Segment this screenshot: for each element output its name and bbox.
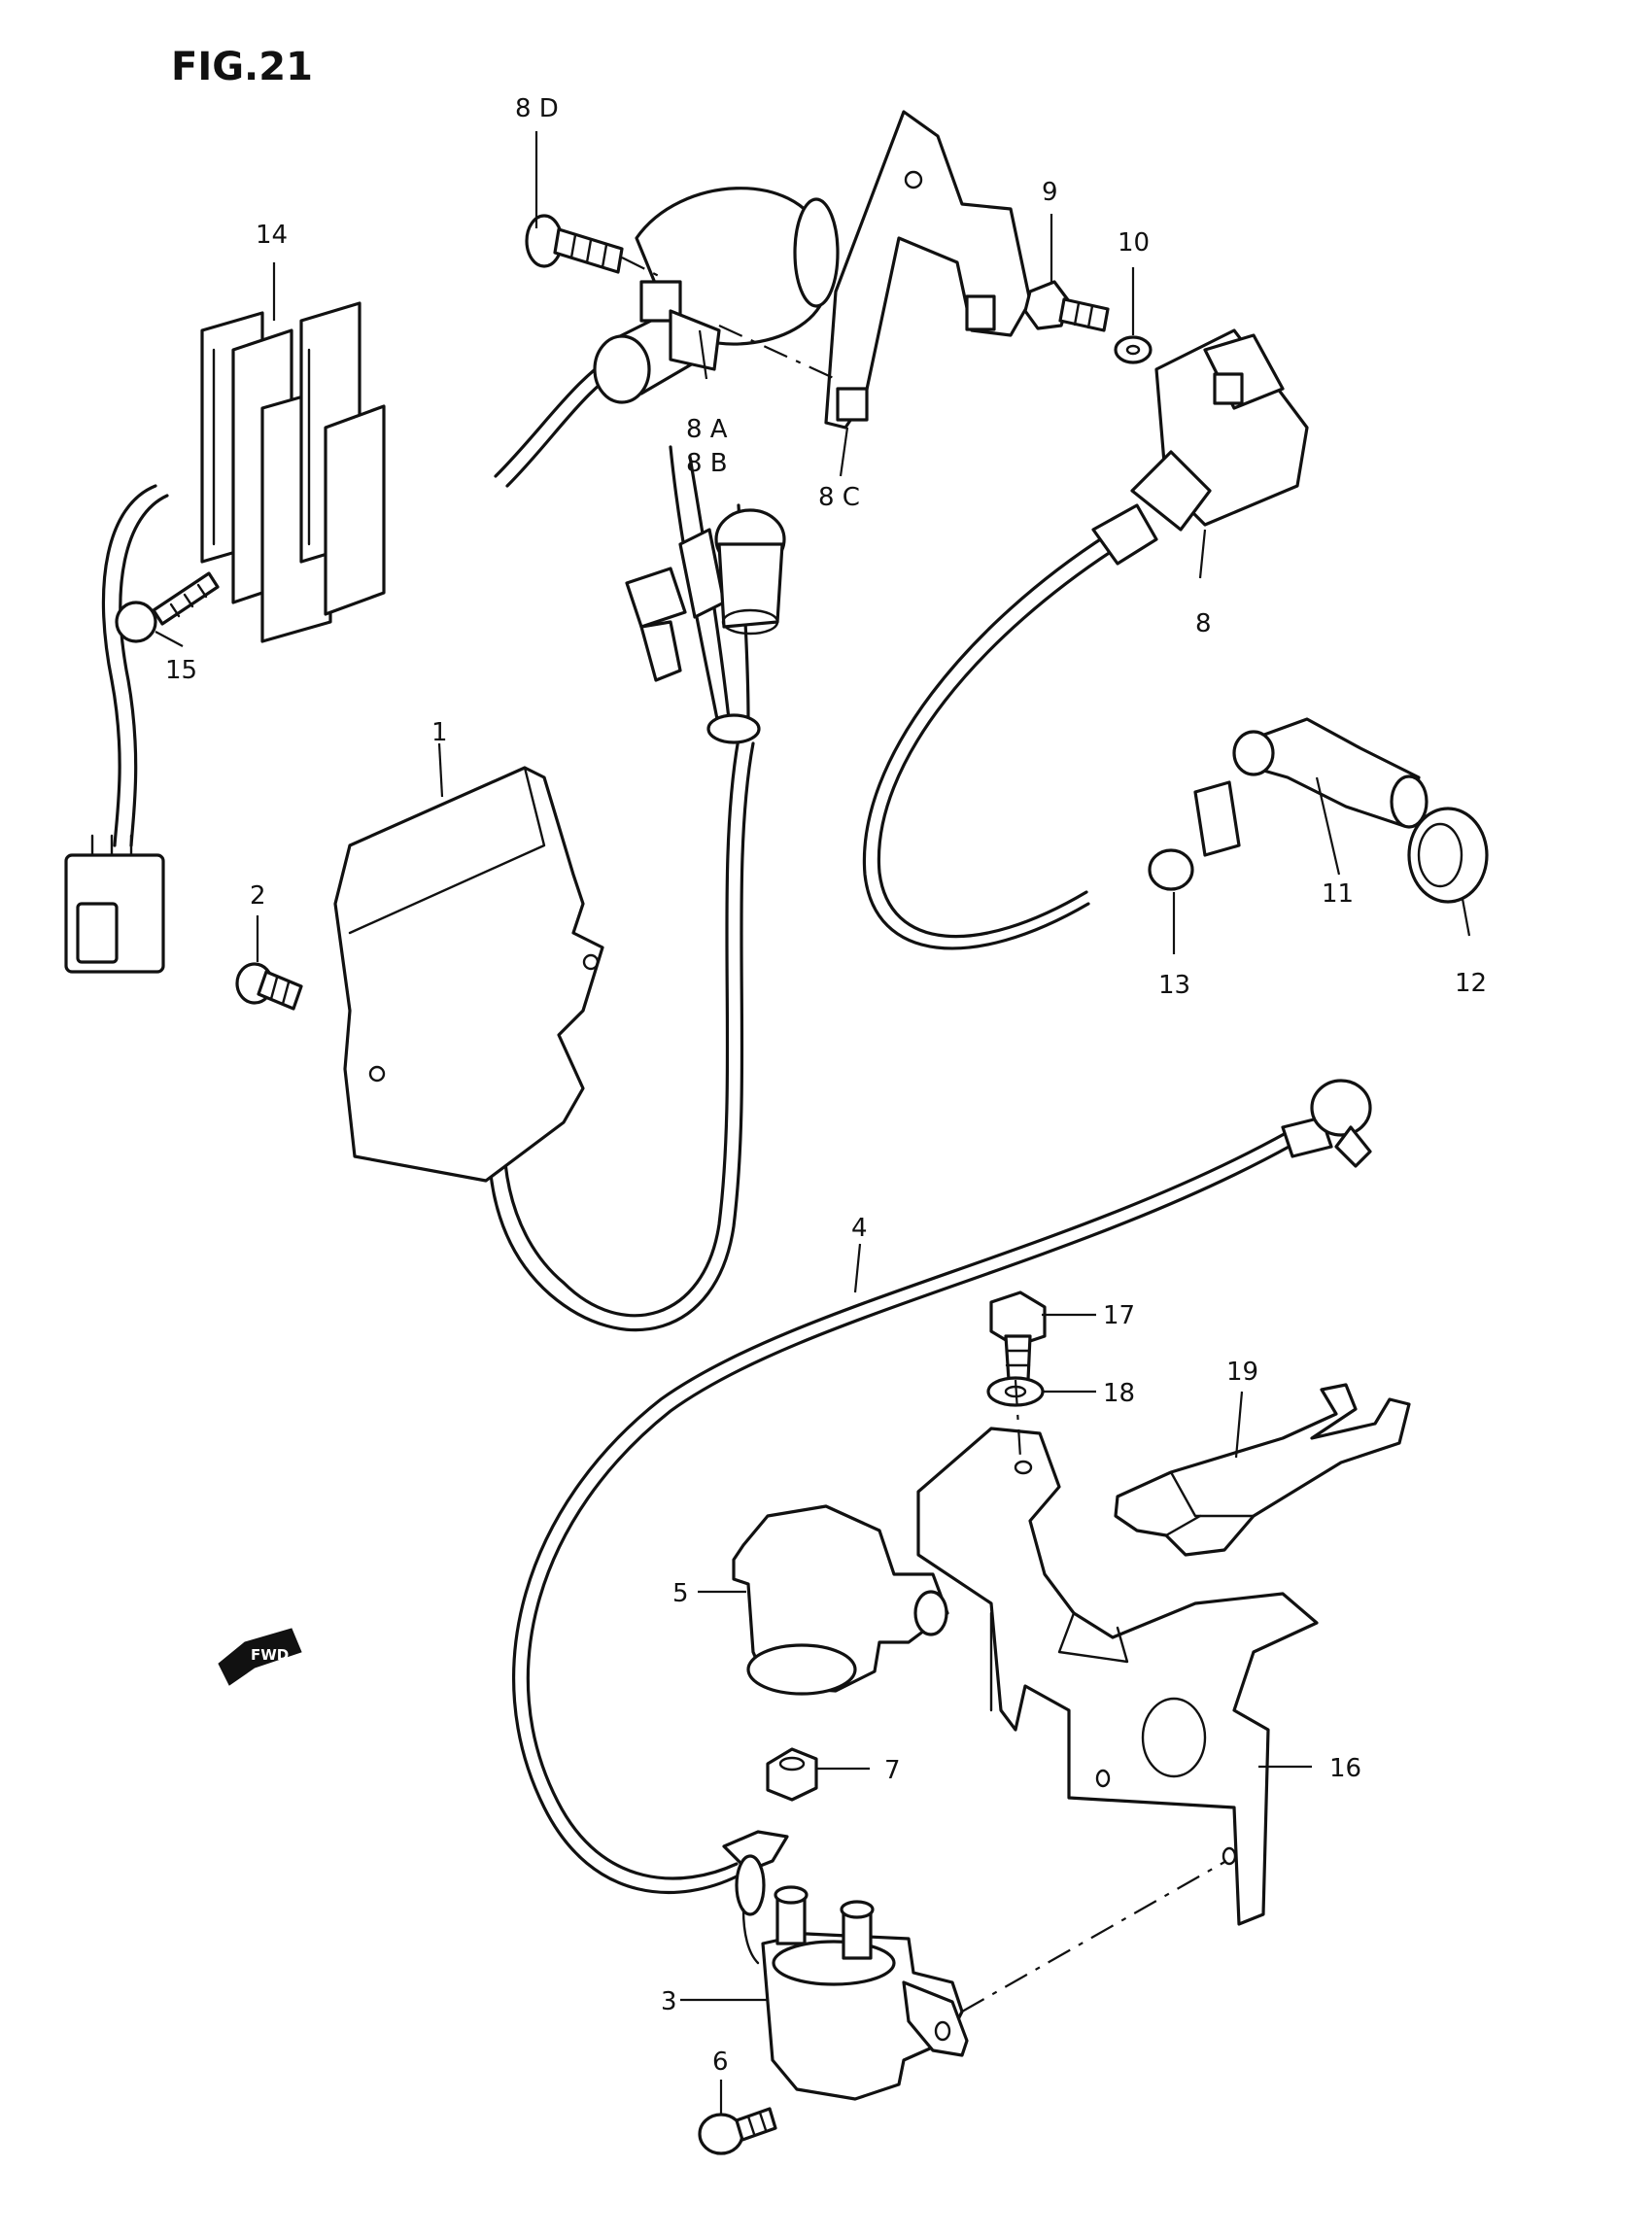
label-2: 2 xyxy=(250,881,266,911)
starter-relay-3 xyxy=(722,1830,969,2101)
bolt-8d xyxy=(525,214,624,274)
screw-6 xyxy=(698,2107,777,2155)
label-9: 9 xyxy=(1042,178,1058,207)
label-10: 10 xyxy=(1118,228,1150,258)
bolt-17 xyxy=(989,1291,1047,1382)
screw-15 xyxy=(115,571,220,643)
label-15: 15 xyxy=(165,656,197,685)
screw-2 xyxy=(235,962,303,1011)
figure-title: FIG.21 xyxy=(171,45,313,89)
regulator-rectifier xyxy=(64,301,386,974)
cdi-unit xyxy=(333,445,786,1332)
bolt-9 xyxy=(1023,280,1110,332)
fwd-label: FWD xyxy=(251,1646,289,1664)
label-18: 18 xyxy=(1103,1379,1135,1408)
label-12: 12 xyxy=(1455,969,1487,998)
clamp-19 xyxy=(1114,1383,1411,1557)
label-8: 8 xyxy=(1195,609,1212,638)
washer-10 xyxy=(1114,335,1153,364)
bracket-8c xyxy=(824,110,1032,430)
label-7: 7 xyxy=(884,1756,901,1785)
label-6: 6 xyxy=(712,2048,729,2077)
ignition-coil-8 xyxy=(862,328,1309,950)
label-17: 17 xyxy=(1103,1301,1135,1330)
part-labels: 8 D 8 A 8 B 8 C 9 10 8 14 15 1 2 11 12 1… xyxy=(165,94,1487,2077)
terminal-cover-5 xyxy=(732,1504,949,1696)
label-16: 16 xyxy=(1329,1754,1361,1783)
suppressor-13 xyxy=(1148,780,1241,891)
cable-4 xyxy=(511,1079,1372,1895)
label-14: 14 xyxy=(256,221,288,250)
label-3: 3 xyxy=(661,1987,677,2016)
label-8d: 8 D xyxy=(515,94,559,123)
bracket-16 xyxy=(916,1427,1319,1926)
label-19: 19 xyxy=(1226,1358,1258,1387)
label-13: 13 xyxy=(1158,971,1190,1000)
label-4: 4 xyxy=(851,1214,868,1243)
ignition-coil-8a xyxy=(494,187,840,488)
label-1: 1 xyxy=(431,718,448,747)
nut-7 xyxy=(766,1747,818,1802)
label-11: 11 xyxy=(1322,879,1354,909)
label-8c: 8 C xyxy=(818,483,860,512)
label-8a: 8 A xyxy=(686,415,728,444)
label-5: 5 xyxy=(672,1579,689,1608)
fwd-arrow-icon: FWD xyxy=(218,1628,302,1686)
seal-12 xyxy=(1407,807,1489,904)
plug-cap-11 xyxy=(1232,717,1428,829)
label-8b: 8 B xyxy=(686,449,728,478)
leader-lines xyxy=(155,131,1471,2114)
